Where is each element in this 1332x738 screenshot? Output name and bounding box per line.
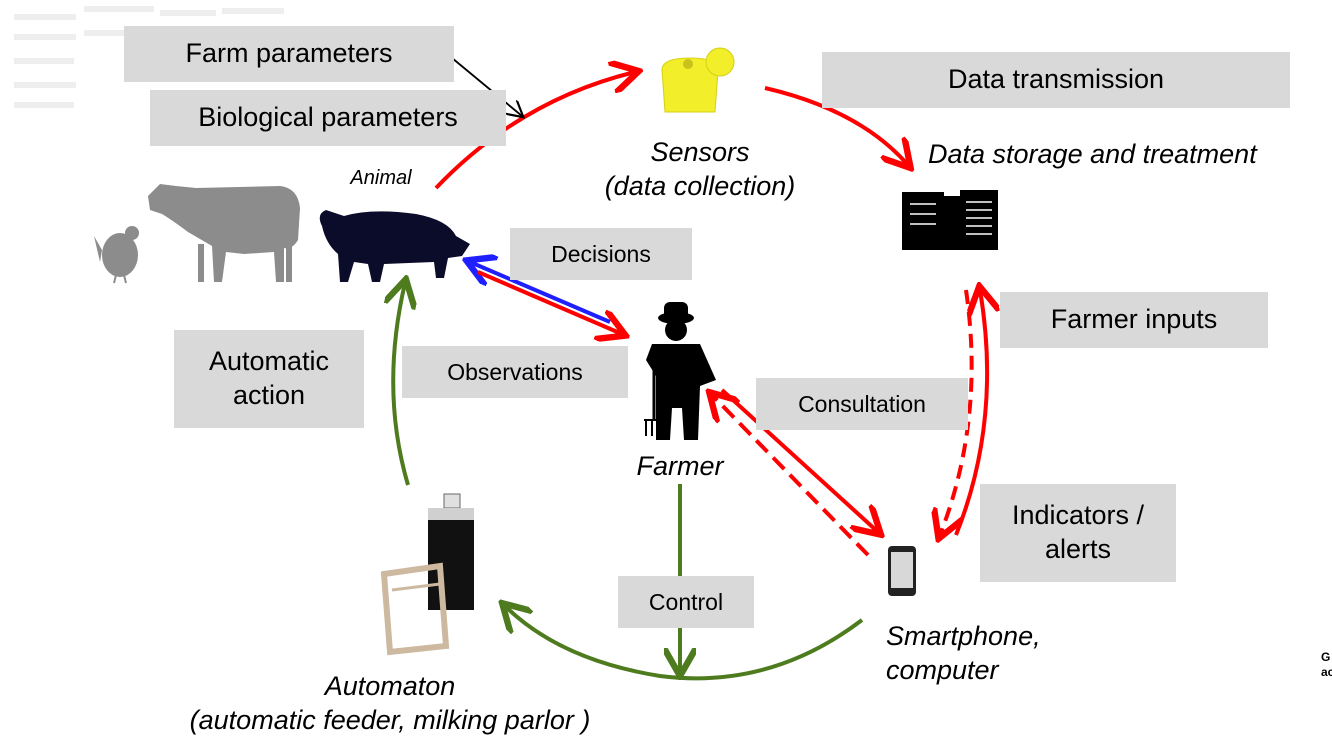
- ghost-line: [222, 8, 284, 14]
- chicken-icon: [94, 226, 139, 284]
- arrow-automaton-to-animal: [393, 283, 408, 486]
- animal-label: Animal: [350, 167, 412, 189]
- arrow-smartphone-to-automaton: [505, 606, 864, 681]
- arrow-animal-to-farmer: [477, 270, 622, 334]
- farm-parameters-box: Farm parameters: [124, 26, 454, 82]
- ghost-line: [14, 58, 74, 64]
- sensors-label: Sensors: [650, 137, 750, 167]
- ghost-line: [14, 82, 76, 88]
- server-icon: [902, 190, 998, 250]
- ghost-line: [84, 30, 154, 36]
- arrow-animal-to-sensors: [434, 72, 635, 190]
- farmer-inputs-box: Farmer inputs: [1000, 292, 1268, 348]
- farmer-icon: [644, 302, 716, 440]
- automaton-sub-label: (automatic feeder, milking parlor ): [189, 705, 591, 735]
- biological-parameters-box: Biological parameters: [150, 90, 506, 146]
- arrow-sensors-to-storage: [764, 86, 908, 165]
- edge-text-1: G: [1321, 650, 1331, 664]
- decisions-box: Decisions: [510, 228, 692, 280]
- ghost-line: [14, 34, 76, 40]
- pig-icon: [319, 210, 470, 282]
- farmer-label: Farmer: [636, 451, 724, 481]
- arrow-smartphone-to-farmer: [712, 395, 870, 557]
- automatic-action-box: Automatic action: [174, 330, 364, 428]
- automaton-icon: [380, 493, 474, 656]
- arrow-farmer-to-animal: [470, 262, 611, 324]
- control-box: Control: [618, 576, 754, 628]
- computer-label: computer: [886, 655, 999, 685]
- arrow-storage-to-smartphone: [940, 289, 974, 535]
- ghost-line: [14, 14, 76, 20]
- ghost-line: [160, 10, 216, 16]
- data-storage-label: Data storage and treatment: [928, 139, 1257, 169]
- ear-tag-icon: [661, 47, 735, 113]
- observations-box: Observations: [402, 346, 628, 398]
- ghost-line: [14, 102, 74, 108]
- pointer-farm-parameters: [451, 57, 522, 116]
- smartphone-icon: [888, 546, 916, 596]
- cow-icon: [148, 184, 300, 282]
- data-transmission-box: Data transmission: [822, 52, 1290, 108]
- arrow-smartphone-to-storage: [954, 290, 987, 536]
- edge-text-2: ac: [1321, 665, 1332, 679]
- indicators-alerts-box: Indicators / alerts: [980, 484, 1176, 582]
- consultation-box: Consultation: [756, 378, 968, 430]
- arrow-farmer-to-smartphone: [720, 388, 878, 532]
- sensors-sub-label: (data collection): [604, 171, 796, 201]
- automaton-label: Automaton: [324, 671, 456, 701]
- smartphone-label: Smartphone,: [886, 621, 1041, 651]
- ghost-line: [84, 6, 154, 12]
